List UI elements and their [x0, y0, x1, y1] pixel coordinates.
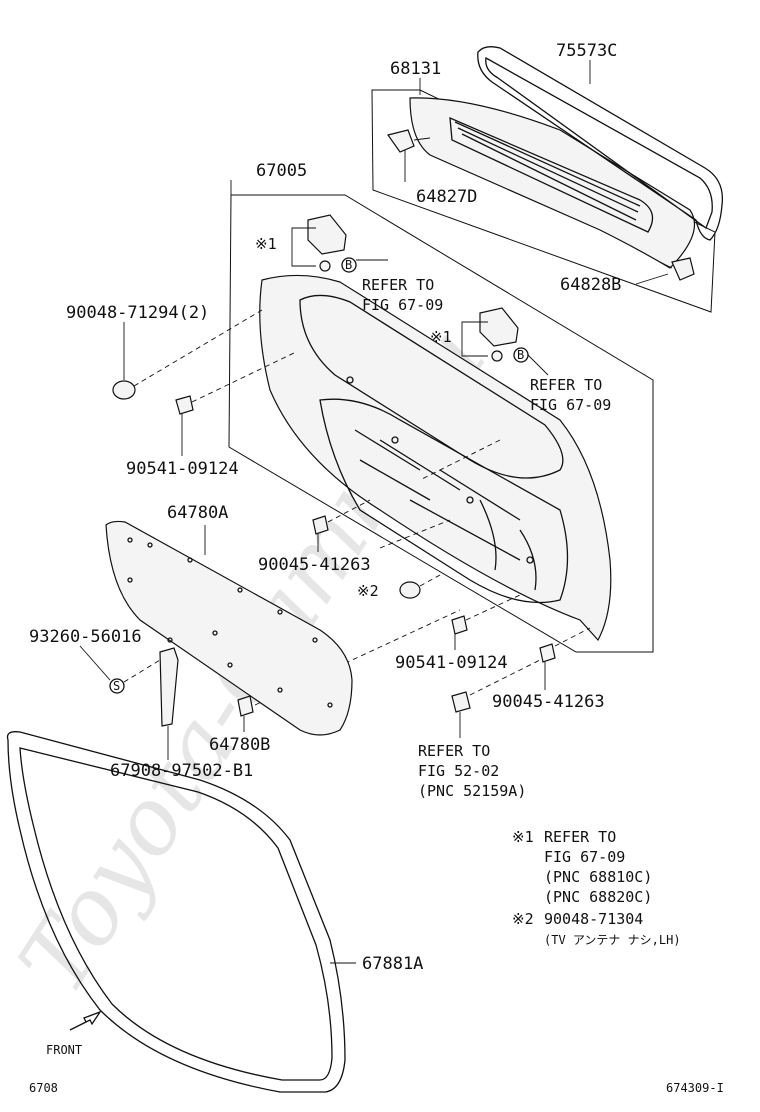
strap-part-67908[interactable]	[159, 647, 179, 727]
circle-b-a-label: B	[345, 258, 352, 272]
clip-part-64827d[interactable]	[387, 129, 431, 153]
dash-line-7	[554, 627, 591, 647]
ref3-line1: REFER TO	[418, 742, 490, 760]
spoiler-part-68131[interactable]	[409, 97, 696, 269]
label-67005: 67005	[256, 161, 307, 181]
dash-line-8	[469, 659, 541, 696]
note1-mark: ※1	[512, 828, 534, 846]
label-90045-41263-b: 90045-41263	[492, 692, 605, 712]
note1-line1: REFER TO	[544, 828, 616, 846]
leader-ref2	[527, 354, 549, 376]
label-64780a: 64780A	[167, 503, 228, 523]
hinge-bracket-a[interactable]	[307, 214, 347, 272]
grommet-part-note2[interactable]	[399, 581, 421, 599]
plug-part-90048-71294[interactable]	[112, 380, 136, 400]
ref2-line1: REFER TO	[530, 376, 602, 394]
ref1-line1: REFER TO	[362, 276, 434, 294]
group-box-67005	[228, 194, 654, 653]
clip-part-90045-41263-a[interactable]	[312, 515, 329, 535]
note1-line3: (PNC 68810C)	[544, 868, 652, 886]
cushion-part-90541-09124-b[interactable]	[451, 615, 468, 635]
weatherstrip-part-67881a[interactable]	[6, 731, 346, 1093]
circle-b-a	[341, 257, 357, 273]
circle-s-label: S	[113, 679, 120, 693]
label-90045-41263-a: 90045-41263	[258, 555, 371, 575]
label-90541-09124-b: 90541-09124	[395, 653, 508, 673]
label-90541-09124-a: 90541-09124	[126, 459, 239, 479]
label-64780b: 64780B	[209, 735, 270, 755]
front-label: FRONT	[46, 1043, 82, 1057]
leader-93260	[79, 645, 111, 681]
clip-part-90045-41263-b[interactable]	[539, 643, 556, 663]
dash-line-s	[123, 659, 161, 683]
note1-line2: FIG 67-09	[544, 848, 625, 866]
note1-bracket-b	[461, 321, 488, 357]
note1-marker-a: ※1	[255, 235, 277, 253]
footer-right-code: 674309-I	[666, 1081, 724, 1095]
cushion-part-90541-09124-a[interactable]	[175, 395, 194, 415]
ref3-line2: FIG 52-02	[418, 762, 499, 780]
ref1-line2: FIG 67-09	[362, 296, 443, 314]
ref3-line3: (PNC 52159A)	[418, 782, 526, 800]
note2-marker: ※2	[357, 582, 379, 600]
dash-line-5	[419, 574, 441, 587]
note1-bracket-a	[291, 227, 316, 267]
note2-line1: 90048-71304	[544, 910, 643, 928]
weatherstrip-part-75573c[interactable]	[477, 46, 724, 241]
note2-mark: ※2	[512, 910, 534, 928]
liner-part-64780a[interactable]	[105, 520, 353, 736]
group-box-68131	[371, 89, 716, 313]
label-90048-71294: 90048-71294(2)	[66, 303, 209, 323]
label-64827d: 64827D	[416, 187, 477, 207]
label-75573c: 75573C	[556, 41, 617, 61]
circle-b-b-label: B	[517, 348, 524, 362]
note2-line2: (TV アンテナ ナシ,LH)	[544, 933, 681, 947]
note1-marker-b: ※1	[430, 328, 452, 346]
label-67881a: 67881A	[362, 954, 423, 974]
dash-line-6	[465, 594, 521, 621]
dash-line-2	[191, 351, 297, 403]
dash-line-10	[419, 439, 501, 481]
label-93260-56016: 93260-56016	[29, 627, 142, 647]
label-67908: 67908-97502-B1	[110, 761, 253, 781]
footer-left-code: 6708	[29, 1081, 58, 1095]
clip-part-64828b[interactable]	[659, 257, 695, 281]
dash-line-4	[379, 519, 451, 549]
trunk-lid-part-67005[interactable]	[259, 274, 612, 642]
leader-64828b	[635, 273, 669, 285]
circle-s	[109, 678, 125, 694]
hinge-bracket-b[interactable]	[479, 307, 519, 362]
clip-part-64780b[interactable]	[237, 695, 254, 717]
label-68131: 68131	[390, 59, 441, 79]
dash-line-1	[133, 309, 263, 387]
note1-line4: (PNC 68820C)	[544, 888, 652, 906]
ref2-line2: FIG 67-09	[530, 396, 611, 414]
front-arrow-icon	[69, 1010, 102, 1031]
label-64828b: 64828B	[560, 275, 621, 295]
clip-part-52159a-ref[interactable]	[451, 691, 471, 713]
dash-line-3	[327, 499, 371, 523]
